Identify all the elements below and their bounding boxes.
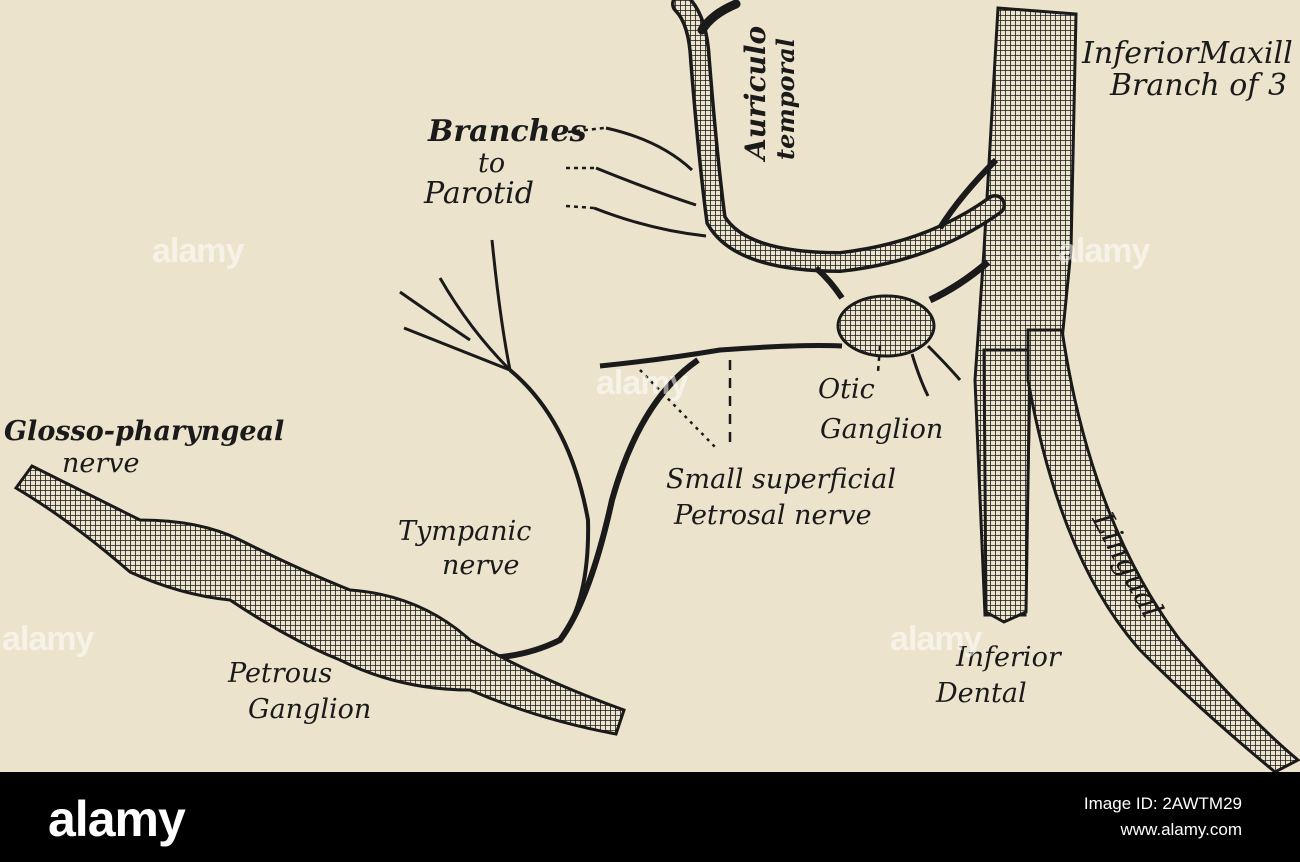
label-tympanic: Tympanic <box>398 516 532 547</box>
label-tympanic-nerve: nerve <box>442 550 520 581</box>
auriculo-temporal-nerve <box>671 0 1006 274</box>
label-glosso-pharyngeal: Glosso-pharyngeal <box>4 416 285 447</box>
label-otic-ganglion: Ganglion <box>820 414 944 445</box>
watermark-text: alamy <box>596 364 688 402</box>
lingual-nerve <box>1026 328 1300 772</box>
image-id-label: Image ID: 2AWTM29 <box>1083 794 1242 813</box>
watermark-text: alamy <box>890 620 982 658</box>
label-petrous: Petrous <box>228 658 333 689</box>
nerve-illustration <box>13 0 1300 772</box>
label-inferior-maxillary: InferiorMaxill <box>1082 36 1293 71</box>
label-auriculo: Auriculo <box>739 25 772 160</box>
parotid-branch-1 <box>605 126 694 172</box>
glosso-pharyngeal-nerve <box>13 464 626 736</box>
label-glosso-nerve: nerve <box>62 448 140 479</box>
parotid-branch-2 <box>595 166 697 207</box>
label-dental: Dental <box>936 678 1027 709</box>
site-url-label: www.alamy.com <box>1120 820 1242 839</box>
label-petrous-ganglion: Ganglion <box>248 694 372 725</box>
label-inferior-dental: Inferior <box>956 642 1061 673</box>
label-branches: Branches <box>428 114 587 149</box>
inferior-dental-nerve <box>982 348 1032 624</box>
diagram-plate: InferiorMaxill Branch of 3 Auriculo temp… <box>0 0 1300 772</box>
footer-bar: alamy Image ID: 2AWTM29 www.alamy.com <box>0 772 1300 862</box>
watermark-text: alamy <box>2 620 94 658</box>
watermark-text: alamy <box>1058 232 1150 270</box>
label-petrosal-nerve: Petrosal nerve <box>674 500 872 531</box>
label-temporal: temporal <box>771 38 800 160</box>
label-inferior-maxillary-branch: Branch of 3 <box>1110 68 1288 103</box>
parotid-branch-3 <box>593 206 707 238</box>
label-parotid: Parotid <box>424 176 534 211</box>
small-superficial-petrosal-nerve <box>599 343 843 369</box>
alamy-logo: alamy <box>48 791 186 847</box>
watermark-text: alamy <box>152 232 244 270</box>
label-small-superficial: Small superficial <box>666 464 896 495</box>
tympanic-nerve <box>469 357 700 662</box>
otic-ganglion <box>836 294 936 358</box>
label-to: to <box>478 148 506 179</box>
label-otic: Otic <box>818 374 875 405</box>
